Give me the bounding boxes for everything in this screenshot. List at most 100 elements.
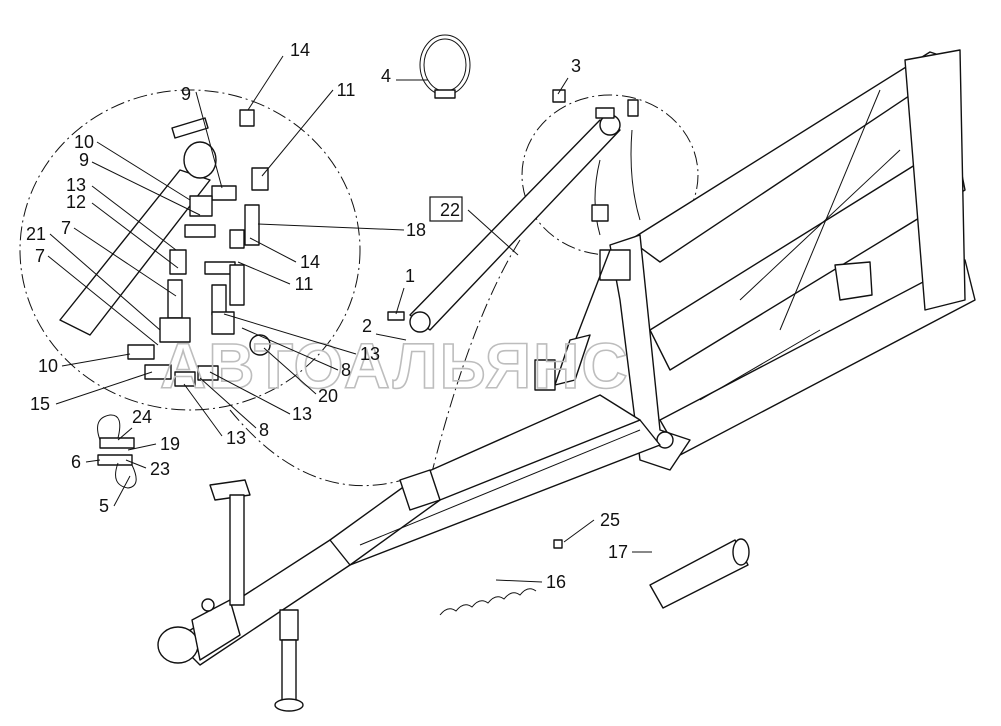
frame-bracket xyxy=(834,261,873,301)
mast xyxy=(609,234,691,471)
valve-right xyxy=(591,204,609,222)
hitch-body xyxy=(191,599,241,661)
callout-label-c18: 18 xyxy=(406,220,426,240)
hose-right-1 xyxy=(630,129,641,221)
hose-clamp-4 xyxy=(419,34,471,99)
callout-label-c14a: 14 xyxy=(290,40,310,60)
detail-cylinder-body xyxy=(59,169,211,336)
drawbar-gusset xyxy=(399,469,441,511)
callout-label-c13b: 13 xyxy=(360,344,380,364)
callout-label-c16: 16 xyxy=(546,572,566,592)
callout-label-c5: 5 xyxy=(99,496,109,516)
callout-label-c19: 19 xyxy=(160,434,180,454)
fitting-adapter-9 xyxy=(211,185,237,201)
fitting-elbow-14 xyxy=(239,109,255,127)
fitting-adapter-10 xyxy=(127,344,155,360)
callout-label-c3: 3 xyxy=(571,56,581,76)
jack-upper-post xyxy=(229,494,245,606)
drawbar xyxy=(174,394,661,666)
turnbuckle-body xyxy=(554,334,591,386)
callout-label-c14b: 14 xyxy=(300,252,320,272)
callout-label-c7b: 7 xyxy=(35,246,45,266)
callout-leader-c3 xyxy=(557,77,569,95)
frame-diagonal-2 xyxy=(779,89,881,331)
clamp-ring-outer xyxy=(419,34,471,96)
callout-leader-c13c xyxy=(209,371,291,415)
nut-25 xyxy=(553,539,563,549)
main-frame xyxy=(629,49,976,456)
frame-diagonal-3 xyxy=(699,329,821,401)
middle-beam xyxy=(649,139,966,371)
callout-leader-c11b xyxy=(237,261,291,285)
callout-leader-c8a xyxy=(241,327,339,371)
callout-label-c13c: 13 xyxy=(292,404,312,424)
callout-leader-c10a xyxy=(96,141,191,201)
left-detail-fittings xyxy=(59,109,271,387)
fitting-right-1 xyxy=(595,107,615,119)
callout-leader-c13b xyxy=(223,313,357,355)
callout-label-c9b: 9 xyxy=(79,150,89,170)
drawbar-edge xyxy=(359,429,641,546)
spring-16 xyxy=(439,588,537,616)
callout-leader-c1 xyxy=(395,287,405,315)
fitting-block-8 xyxy=(211,311,235,335)
callout-leader-c7a xyxy=(73,227,177,297)
cylinder-body xyxy=(409,119,621,331)
turnbuckle xyxy=(534,249,611,391)
callout-leader-c10b xyxy=(61,353,131,367)
frame-end-plate xyxy=(904,49,966,311)
fitting-tube-13 xyxy=(211,284,227,316)
turnbuckle-bracket xyxy=(534,359,556,391)
clamp-screw xyxy=(434,89,456,99)
callout-label-c10a: 10 xyxy=(74,132,94,152)
drawbar-upper-plate xyxy=(329,394,641,566)
callout-label-c22: 22 xyxy=(440,200,460,220)
detail-bolt xyxy=(171,117,209,139)
callout-label-c15: 15 xyxy=(30,394,50,414)
tube-17-end xyxy=(732,538,750,566)
callout-leader-c8b xyxy=(199,377,257,429)
callout-label-c23: 23 xyxy=(150,459,170,479)
hitch-pin xyxy=(201,598,215,612)
callout-leader-c22 xyxy=(467,209,519,256)
quick-couplers xyxy=(97,414,137,489)
callout-label-c9a: 9 xyxy=(181,84,191,104)
jack-foot xyxy=(274,698,304,712)
callout-leader-c9b xyxy=(91,161,201,216)
callout-leader-c12 xyxy=(91,202,179,269)
callout-label-c2: 2 xyxy=(362,316,372,336)
callout-label-c13d: 13 xyxy=(226,428,246,448)
bolt-1 xyxy=(387,311,405,321)
callout-label-c10b: 10 xyxy=(38,356,58,376)
callout-leader-c14a xyxy=(247,55,284,111)
watermark-text: АВТОАЛЬЯНС xyxy=(160,330,630,402)
hitch xyxy=(157,598,241,664)
callout-leader-c7b xyxy=(47,255,159,346)
gauge-20 xyxy=(249,334,271,356)
detail-leader-right xyxy=(429,239,521,481)
fitting-long-11 xyxy=(229,264,245,306)
cylinder-eye-bottom xyxy=(409,311,431,333)
jack-clamp xyxy=(279,609,299,641)
callout-leader-c14b xyxy=(249,237,297,263)
hydraulic-cylinder xyxy=(409,114,621,333)
callout-leader-c23 xyxy=(125,459,147,469)
callout-label-c13a: 13 xyxy=(66,175,86,195)
nut-3 xyxy=(552,89,566,103)
callout-leader-c13a xyxy=(91,185,177,251)
mast-pin xyxy=(656,431,674,449)
callout-leader-c2 xyxy=(375,333,407,341)
fitting-elbow-8 xyxy=(197,365,219,381)
frame-diagonal-1 xyxy=(739,149,901,301)
callout-leader-c15 xyxy=(55,371,153,405)
callout-leader-c19 xyxy=(127,443,157,451)
fitting-straight-12 xyxy=(184,224,216,238)
callout-label-c17: 17 xyxy=(608,542,628,562)
valve-block-21 xyxy=(159,317,191,343)
drawbar-tube xyxy=(174,419,661,666)
callout-label-c21: 21 xyxy=(26,224,46,244)
callout-leader-c25 xyxy=(563,519,595,543)
callout-label-c6: 6 xyxy=(71,452,81,472)
callout-leader-c9a xyxy=(195,91,223,189)
